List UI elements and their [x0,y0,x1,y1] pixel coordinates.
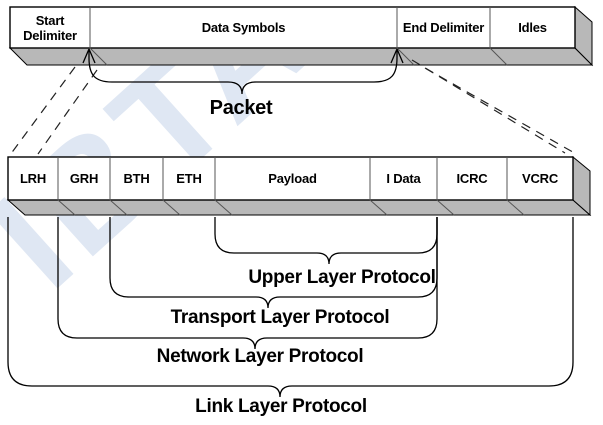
upper-layer-label: Upper Layer Protocol [248,267,436,288]
dashed-line-left-outer [9,66,76,156]
packet-brace-path [88,51,398,95]
layer-braces [7,217,574,398]
packet-bar-graphic [6,155,592,217]
symbol-bar-front-face [9,6,576,49]
symbol-bar-graphic [8,5,594,67]
cell-grh: GRH [69,171,99,186]
cell-idata: I Data [386,171,421,186]
cell-start-delimiter: Start Delimiter [23,12,77,43]
packet-label: Packet [209,97,273,119]
dashed-line-right-inner [411,59,566,154]
cell-payload: Payload [268,171,317,186]
cell-eth: ETH [176,171,202,186]
network-layer-brace [57,217,438,350]
dashed-line-right-outer [424,67,579,156]
packet-bar-bottom-face [6,199,592,216]
symbol-bar-shadow-divider [489,47,508,66]
cell-lrh: LRH [19,171,47,186]
dashed-mapping-lines [9,59,579,156]
transport-layer-label: Transport Layer Protocol [170,307,390,328]
transport-layer-brace [109,217,438,309]
link-layer-label: Link Layer Protocol [195,396,367,417]
symbol-bar-shadow-divider [396,47,415,66]
network-layer-label: Network Layer Protocol [156,346,364,367]
symbol-bar-shadow-divider [89,47,108,66]
cell-idles: Idles [518,20,547,35]
packet-bar-dividers [57,157,508,200]
cell-bth: BTH [123,171,150,186]
upper-layer-brace [214,217,438,265]
cell-end-delimiter: End Delimiter [402,20,485,35]
packet-bar-front-face [7,156,574,201]
packet-brace-arrow-right [390,48,404,64]
packet-brace-arrow-left [82,48,96,64]
cell-vcrc: VCRC [521,171,559,186]
link-layer-brace [7,217,574,398]
packet-brace [82,48,404,95]
cell-data-symbols: Data Symbols [201,20,286,35]
packet-bar-shadow-dividers [57,199,525,216]
cell-icrc: ICRC [456,171,488,186]
dashed-line-left-inner [37,69,98,155]
